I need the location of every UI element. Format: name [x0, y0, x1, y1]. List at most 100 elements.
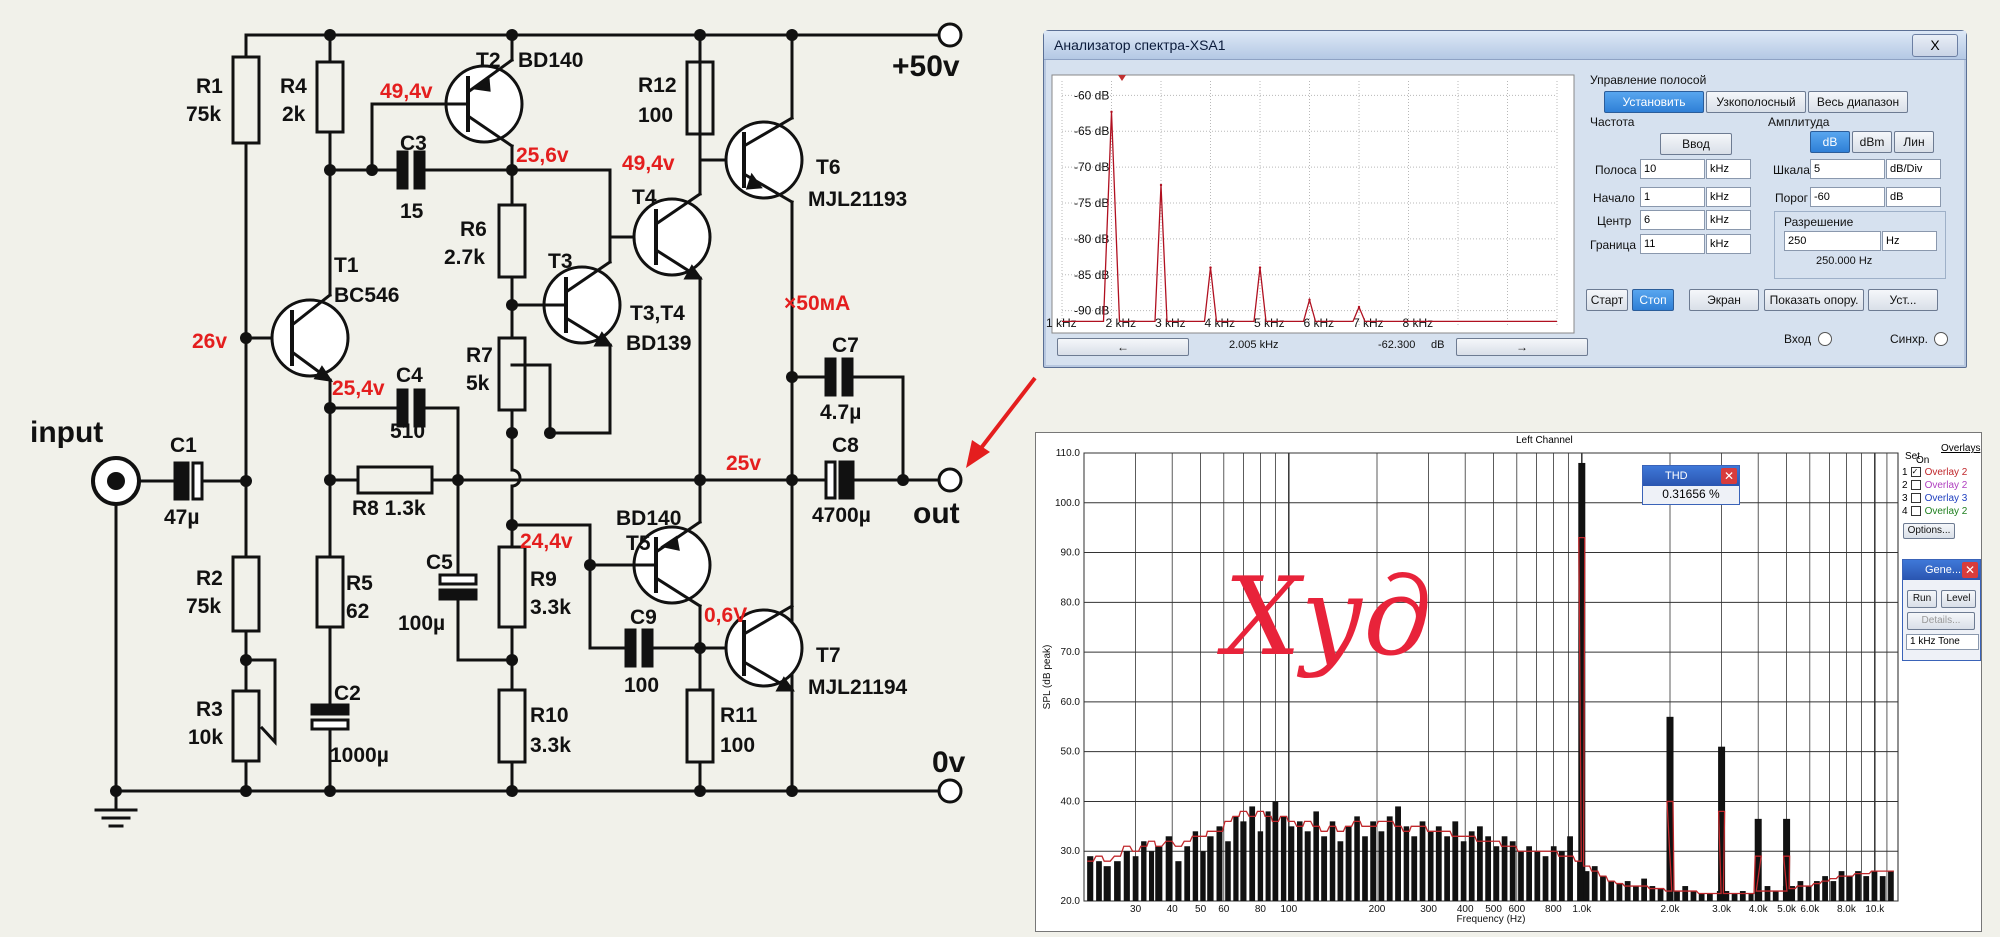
c4-value: 510 — [390, 420, 425, 443]
dbm-button[interactable]: dBm — [1852, 131, 1892, 153]
x-tick-label: 400 — [1457, 904, 1474, 915]
overlay-checkbox[interactable] — [1910, 506, 1921, 517]
r9-value: 3.3k — [530, 596, 571, 619]
run-button[interactable]: Run — [1907, 590, 1937, 608]
overlay-checkbox[interactable] — [1910, 480, 1921, 491]
spectrum-bar — [1756, 891, 1763, 901]
spectrum-bar — [1567, 836, 1573, 901]
show-reference-button[interactable]: Показать опору. — [1764, 289, 1864, 311]
r6-value: 2.7k — [444, 246, 485, 269]
narrowband-button[interactable]: Узкополосный — [1706, 91, 1806, 113]
x-tick-label: 3.0k — [1712, 904, 1732, 915]
spectrum-bar — [1739, 891, 1746, 901]
start-field[interactable]: 1 — [1640, 187, 1705, 207]
spectrum-bar — [1207, 836, 1214, 901]
options-button[interactable]: Options... — [1903, 523, 1955, 539]
close-button[interactable]: X — [1912, 34, 1958, 57]
spectrum-bar — [1805, 886, 1812, 901]
center-field[interactable]: 6 — [1640, 210, 1705, 230]
stop-button[interactable]: Стоп — [1632, 289, 1674, 311]
db-button[interactable]: dB — [1810, 131, 1850, 153]
spectrum-bar — [1192, 831, 1199, 901]
spectrum-plot: -60 dB-65 dB-70 dB-75 dB-80 dB-85 dB-90 … — [1046, 74, 1575, 334]
c5-value: 100µ — [398, 612, 445, 635]
t2-value: BD140 — [518, 49, 583, 72]
input-terminal-radio[interactable] — [1818, 332, 1832, 346]
end-unit: kHz — [1706, 234, 1751, 254]
spectrum-peak — [1357, 305, 1361, 309]
overlay-row[interactable]: 1✓Overlay 2 — [1902, 467, 1967, 478]
spectrum-bar — [1460, 841, 1467, 901]
setup-button[interactable]: Уст... — [1868, 289, 1938, 311]
x-tick-label: 1.0k — [1572, 904, 1592, 915]
overlay-checkbox[interactable] — [1910, 493, 1921, 504]
threshold-field[interactable]: -60 — [1810, 187, 1885, 207]
scale-field[interactable]: 5 — [1810, 159, 1885, 179]
overlay-number: 4 — [1902, 506, 1908, 517]
thd-close-icon[interactable]: ✕ — [1721, 468, 1737, 484]
spectrum-bar — [1087, 856, 1094, 901]
out-label: out — [913, 497, 960, 530]
spectrum-bar — [1789, 886, 1796, 901]
resolution-heading: Разрешение — [1784, 215, 1854, 229]
start-button[interactable]: Старт — [1586, 289, 1628, 311]
thd-value: 0.31656 % — [1662, 487, 1720, 501]
c3-label: C3 — [400, 132, 427, 155]
y-tick-label: 40.0 — [1061, 796, 1081, 807]
spectrum-bar — [1272, 801, 1279, 901]
voltage-t2-base: 49,4v — [380, 80, 433, 103]
spectrum-bar — [1395, 806, 1401, 901]
spectrum-bar — [1731, 893, 1738, 901]
spectrum-peak — [1308, 298, 1311, 302]
cursor-right-button[interactable]: → — [1456, 338, 1588, 356]
spectrum-bar — [1096, 861, 1102, 901]
on-column-header: On — [1916, 455, 1930, 466]
c1-label: C1 — [170, 434, 197, 457]
spectrum-peak — [1209, 266, 1212, 269]
band-field[interactable]: 10 — [1640, 159, 1705, 179]
spectrum-bar — [1501, 836, 1508, 901]
screen-button[interactable]: Экран — [1689, 289, 1759, 311]
x-tick-label: 3 kHz — [1155, 316, 1186, 330]
band-label: Полоса — [1595, 163, 1637, 177]
spectrum-bar — [1321, 836, 1328, 901]
output-terminal[interactable] — [937, 467, 963, 493]
spectrum-bar — [1657, 888, 1664, 901]
end-field[interactable]: 11 — [1640, 234, 1705, 254]
input-button[interactable]: Ввод — [1660, 133, 1732, 155]
r10-label: R10 — [530, 704, 569, 727]
x-tick-label: 80 — [1255, 904, 1267, 915]
sync-terminal-radio[interactable] — [1934, 332, 1948, 346]
linear-button[interactable]: Лин — [1894, 131, 1934, 153]
spectrum-bar — [1354, 816, 1360, 901]
tone-select[interactable]: 1 kHz Tone — [1906, 634, 1979, 650]
spectrum-bar — [1706, 893, 1713, 901]
t6-label: T6 — [816, 156, 841, 179]
overlay-checkbox[interactable]: ✓ — [1910, 467, 1921, 478]
level-button[interactable]: Level — [1941, 590, 1976, 608]
c9-label: C9 — [630, 606, 657, 629]
resolution-field[interactable]: 250 — [1784, 231, 1881, 251]
t1-value: BC546 — [334, 284, 399, 307]
t34-label: T3,T4 — [630, 302, 685, 325]
spectrum-bar — [1509, 841, 1516, 901]
generator-close-icon[interactable]: ✕ — [1962, 562, 1978, 578]
c2-value: 1000µ — [330, 744, 389, 767]
r1-value: 75k — [186, 103, 221, 126]
spectrum-bar — [1386, 816, 1393, 901]
handwritten-annotation: Худ — [1224, 555, 1432, 680]
cursor-left-button[interactable]: ← — [1057, 338, 1189, 356]
schematic-wires — [91, 22, 963, 828]
r11-value: 100 — [720, 734, 755, 757]
details-button[interactable]: Details... — [1907, 612, 1975, 630]
spectrum-bar — [1225, 841, 1231, 901]
full-range-button[interactable]: Весь диапазон — [1808, 91, 1908, 113]
spectrum-bar — [1257, 831, 1264, 901]
y-axis-label: SPL (dB peak) — [1042, 645, 1053, 710]
spectrum-bar — [1114, 861, 1121, 901]
x-tick-label: 600 — [1508, 904, 1525, 915]
set-button[interactable]: Установить — [1604, 91, 1704, 113]
